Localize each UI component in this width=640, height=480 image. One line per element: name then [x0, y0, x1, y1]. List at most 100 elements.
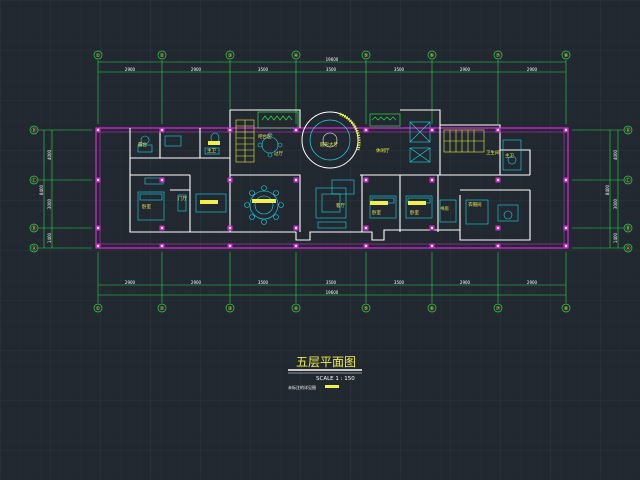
dimension-total: 19600	[326, 57, 339, 62]
axis-label: ②	[160, 53, 165, 59]
note-marker	[325, 385, 339, 388]
column-mark	[228, 128, 232, 132]
axis-bubble	[93, 50, 103, 60]
room-label-toilet: 卫生间	[486, 149, 500, 156]
room-labels: 主卫 吧台区 过厅 圆形大厅 休闲厅 客厅 卧室 门厅 卧室 卧室 书房 衣帽间…	[138, 133, 514, 216]
axis-label: Ⓑ	[31, 225, 36, 232]
dimension-segment: 2900	[191, 280, 202, 285]
column-mark	[294, 178, 298, 182]
room-label-master-bath: 主卫	[207, 147, 216, 154]
dimension-segment: 2900	[527, 67, 538, 72]
axis-label: Ⓐ	[31, 245, 36, 252]
column-mark	[228, 178, 232, 182]
column-mark	[430, 244, 434, 248]
column-mark	[96, 128, 100, 132]
room-label-bar: 吧台区	[258, 133, 272, 140]
drawing-title: 五层平面图	[296, 355, 356, 369]
axis-label: Ⓑ	[625, 225, 630, 232]
axis-bubble	[427, 303, 437, 313]
column-mark	[294, 128, 298, 132]
axis-label: ③	[228, 306, 232, 312]
axis-bubble	[361, 303, 371, 313]
axis-label: ②	[160, 306, 165, 312]
room-label-bedroom-a: 卧室	[372, 209, 381, 216]
dimension-segment: 2900	[460, 67, 471, 72]
dimension-left	[43, 130, 53, 248]
column-mark	[564, 226, 568, 230]
axis-bubble	[493, 303, 503, 313]
dimension-right	[609, 130, 619, 248]
axis-bubble	[29, 125, 39, 135]
column-mark	[228, 244, 232, 248]
dimension-segment: 2900	[125, 280, 136, 285]
axis-bubble	[29, 223, 39, 233]
room-label-study: 书房	[440, 205, 449, 212]
axis-grid-lines	[38, 60, 624, 303]
axis-bubble	[623, 243, 633, 253]
axis-bubble	[29, 243, 39, 253]
axis-bubble	[29, 175, 39, 185]
axis-bubble	[361, 50, 371, 60]
column-mark	[160, 178, 164, 182]
dimension-total: 8400	[39, 184, 44, 195]
axis-bubble	[157, 303, 167, 313]
dimension-segment: 2900	[125, 67, 136, 72]
dimension-segment: 3500	[258, 280, 269, 285]
column-mark	[564, 128, 568, 132]
column-mark	[294, 226, 298, 230]
title-block: 五层平面图 SCALE 1 : 150 未标注的详见图	[288, 355, 362, 390]
room-label-round-hall: 圆形大厅	[320, 141, 338, 148]
column-mark	[564, 244, 568, 248]
axis-label: ⑥	[430, 306, 435, 312]
dimension-segment: 1400	[47, 232, 52, 243]
column-mark	[364, 244, 368, 248]
column-mark	[364, 178, 368, 182]
stairs-right	[443, 129, 485, 153]
axis-bubble	[623, 223, 633, 233]
dimension-total: 19600	[326, 290, 339, 295]
dimension-segment: 3500	[394, 67, 405, 72]
axis-bubble	[623, 175, 633, 185]
dimension-segment: 3500	[326, 67, 337, 72]
axis-label: Ⓓ	[31, 127, 36, 134]
room-label-living: 客厅	[336, 202, 345, 209]
axis-label: ⑤	[364, 53, 368, 59]
column-mark	[160, 244, 164, 248]
room-label-right-bath: 主卫	[505, 152, 514, 159]
axis-bubble	[427, 50, 437, 60]
structural-columns	[95, 127, 569, 249]
axis-label: ③	[228, 53, 232, 59]
dimension-segment: 3500	[258, 67, 269, 72]
axis-label: Ⓒ	[625, 177, 630, 184]
room-label-terrace: 露台	[138, 141, 147, 148]
column-mark	[160, 128, 164, 132]
dimension-bottom	[98, 284, 566, 296]
dimension-top	[98, 61, 566, 73]
axis-label: ⑧	[564, 306, 569, 312]
axis-bubble	[225, 50, 235, 60]
dimension-segment: 2900	[460, 280, 471, 285]
axis-bubble	[561, 303, 571, 313]
column-mark	[496, 128, 500, 132]
column-mark	[364, 226, 368, 230]
column-mark	[160, 226, 164, 230]
column-mark	[228, 226, 232, 230]
room-label-lounge: 休闲厅	[376, 147, 390, 154]
building-outline	[95, 127, 569, 249]
axis-label: ④	[294, 53, 299, 59]
axis-label: ⑧	[564, 53, 569, 59]
dimension-segment: 1400	[613, 232, 618, 243]
column-mark	[496, 226, 500, 230]
dimension-segment: 3500	[326, 280, 337, 285]
dimension-segment: 4000	[47, 149, 52, 160]
axis-bubble	[493, 50, 503, 60]
room-label-bedroom-b: 卧室	[410, 209, 419, 216]
axis-bubble	[93, 303, 103, 313]
axis-bubble	[291, 303, 301, 313]
column-mark	[430, 226, 434, 230]
walls	[129, 109, 531, 241]
stairs-left	[235, 119, 255, 163]
